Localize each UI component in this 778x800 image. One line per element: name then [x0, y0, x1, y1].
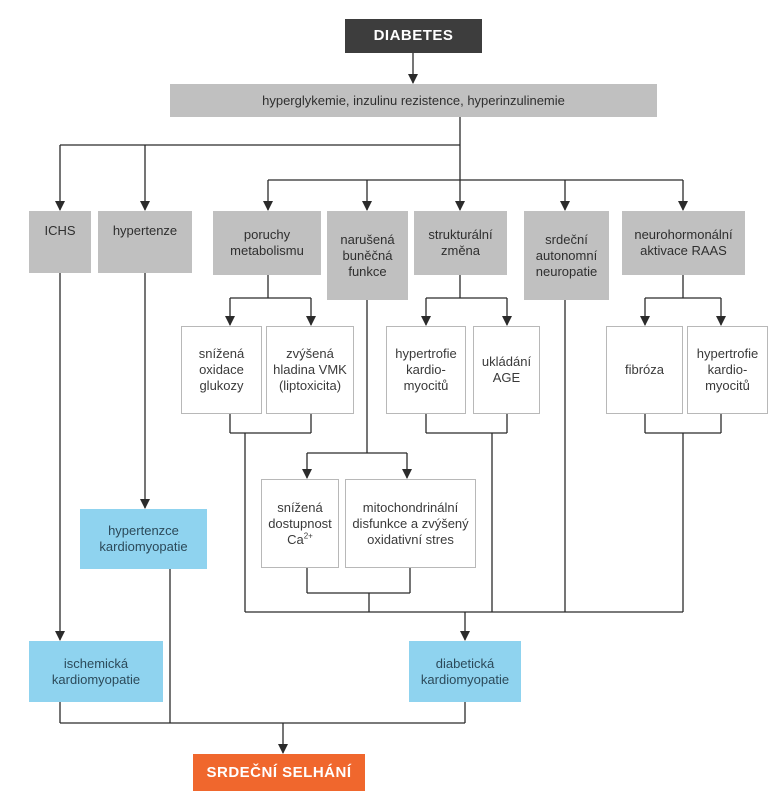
srdecni-autonomni-neuropatie-box: srdeční autonomní neuropatie [524, 211, 609, 300]
snizena-dostupnost-ca-box: snížená dostupnost Ca2+ [261, 479, 339, 568]
risk-factors-label: hyperglykemie, inzulinu rezistence, hype… [262, 92, 565, 108]
ischemicka-kardiomyopatie-box: ischemická kardiomyopatie [29, 641, 163, 702]
snizena-dostupnost-ca-label: snížená dostupnost Ca [268, 499, 332, 547]
srdecni-selhani-box: SRDEČNÍ SELHÁNÍ [193, 754, 365, 791]
hypertenze-box: hypertenze [98, 211, 192, 273]
zvysena-hladina-vmk-box: zvýšená hladina VMK (liptoxicita) [266, 326, 354, 414]
narusena-bunecna-funkce-label: narušená buněčná funkce [340, 231, 395, 279]
hypertenzni-kardiomyopatie-label: hypertenzce kardiomyopatie [99, 523, 188, 554]
hypertrofie-kardiomyocitu-label-1: hypertrofie kardio- myocitů [395, 346, 457, 393]
srdecni-selhani-label: SRDEČNÍ SELHÁNÍ [206, 763, 352, 781]
diabetes-label: DIABETES [373, 27, 454, 44]
hypertrofie-kardiomyocitu-box-1: hypertrofie kardio- myocitů [386, 326, 466, 414]
ukladani-age-box: ukládání AGE [473, 326, 540, 414]
mitochondrialni-dysfunkce-box: mitochondrinální disfunkce a zvýšený oxi… [345, 479, 476, 568]
diabetes-box: DIABETES [345, 19, 482, 53]
ischemicka-kardiomyopatie-label: ischemická kardiomyopatie [51, 655, 141, 687]
hypertrofie-kardiomyocitu-box-2: hypertrofie kardio- myocitů [687, 326, 768, 414]
fibroza-box: fibróza [606, 326, 683, 414]
srdecni-autonomni-neuropatie-label: srdeční autonomní neuropatie [535, 231, 598, 279]
risk-factors-box: hyperglykemie, inzulinu rezistence, hype… [170, 84, 657, 117]
ichs-label: ICHS [44, 223, 76, 238]
fibroza-label: fibróza [624, 362, 665, 377]
hypertrofie-kardiomyocitu-label-2: hypertrofie kardio- myocitů [696, 346, 759, 393]
ca-superscript: 2+ [303, 531, 313, 541]
poruchy-metabolismu-label: poruchy metabolismu [230, 227, 304, 258]
poruchy-metabolismu-box: poruchy metabolismu [213, 211, 321, 275]
snizena-oxidace-glukozy-box: snížená oxidace glukozy [181, 326, 262, 414]
snizena-oxidace-glukozy-label: snížená oxidace glukozy [198, 346, 245, 393]
ukladani-age-label: ukládání AGE [481, 354, 532, 385]
strukturalni-zmena-box: strukturální změna [414, 211, 507, 275]
hypertenzni-kardiomyopatie-box: hypertenzce kardiomyopatie [80, 509, 207, 569]
strukturalni-zmena-label: strukturální změna [428, 227, 493, 258]
mitochondrialni-dysfunkce-label: mitochondrinální disfunkce a zvýšený oxi… [352, 499, 469, 547]
diabeticka-kardiomyopatie-label: diabetická kardiomyopatie [420, 655, 510, 687]
ichs-box: ICHS [29, 211, 91, 273]
diabeticka-kardiomyopatie-box: diabetická kardiomyopatie [409, 641, 521, 702]
narusena-bunecna-funkce-box: narušená buněčná funkce [327, 211, 408, 300]
hypertenze-label: hypertenze [112, 223, 178, 238]
neurohormonalni-aktivace-box: neurohormonální aktivace RAAS [622, 211, 745, 275]
neurohormonalni-aktivace-label: neurohormonální aktivace RAAS [634, 227, 733, 258]
zvysena-hladina-vmk-label: zvýšená hladina VMK (liptoxicita) [273, 346, 347, 393]
